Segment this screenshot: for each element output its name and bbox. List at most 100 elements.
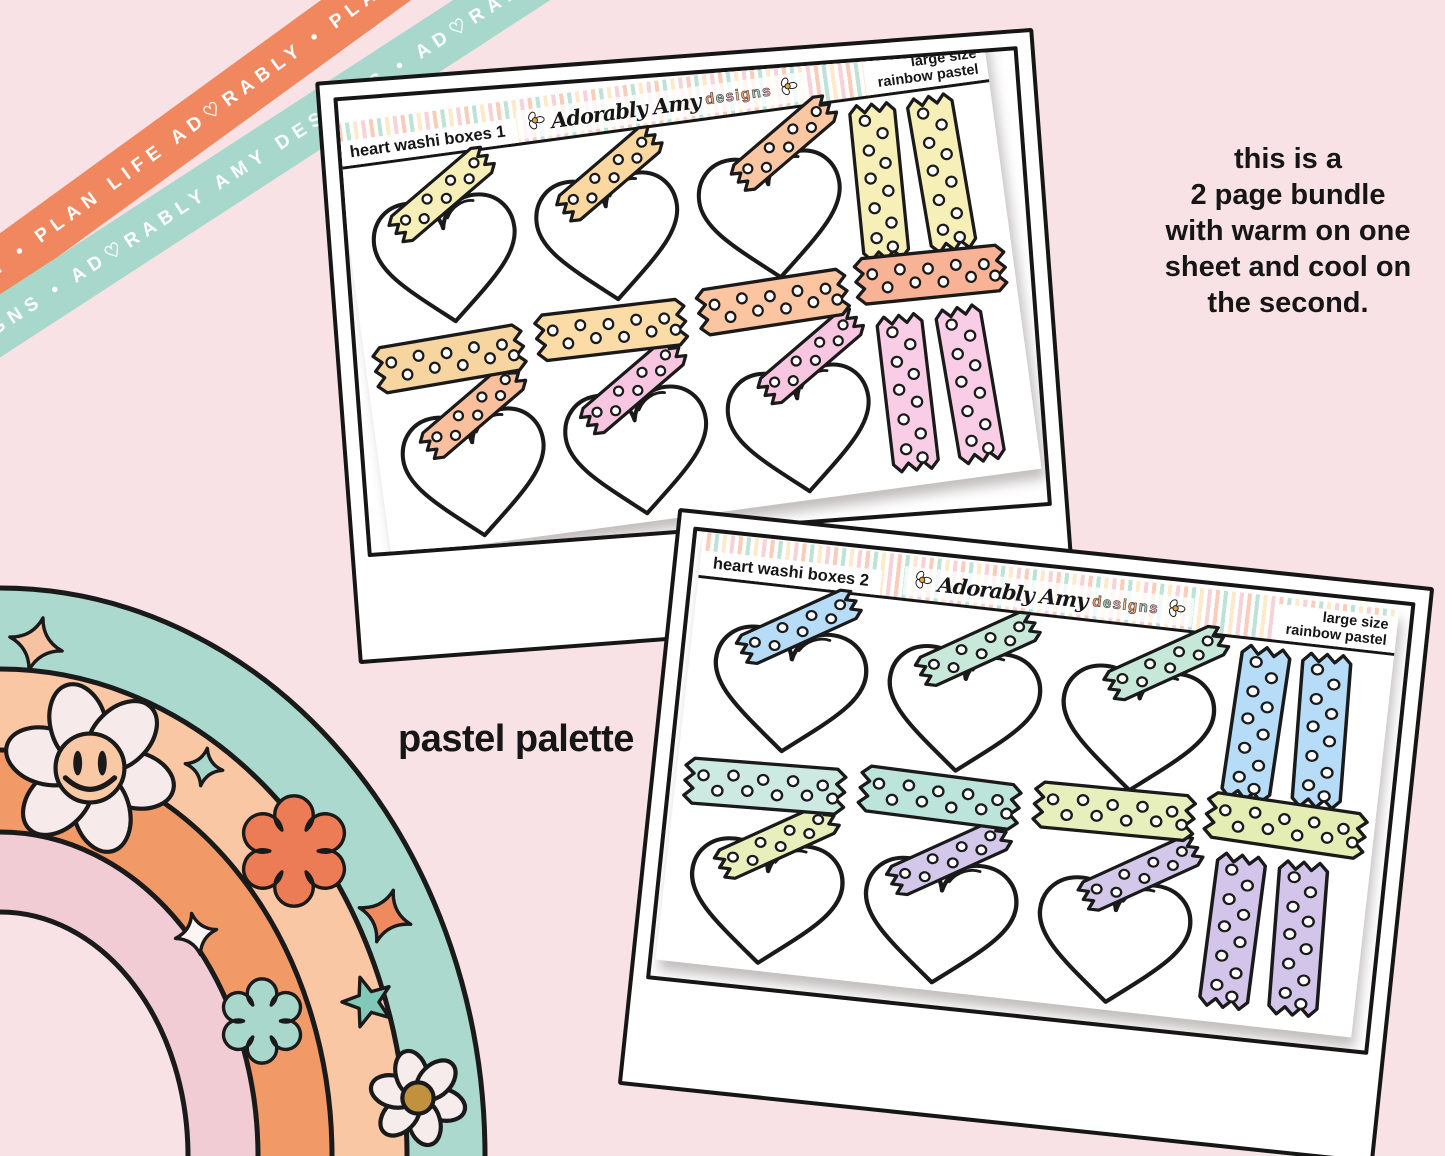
heart-box-sticker — [887, 610, 1042, 773]
horizontal-washi-slot — [531, 296, 690, 364]
daisy-icon — [909, 568, 934, 597]
heart-box-sticker — [725, 308, 871, 494]
sticker-sheet-1: Adorably Amy designs heart washi boxes 1… — [333, 46, 1042, 557]
sticker-sheet-2: Adorably Amy designs heart washi boxes 2… — [655, 532, 1400, 1038]
flower-icon — [241, 794, 347, 908]
sparkle-icon — [8, 616, 64, 672]
heart-box-sticker-slot — [703, 308, 894, 509]
flower-icon — [221, 977, 303, 1065]
polka-dots — [1232, 655, 1278, 795]
washi-tape — [734, 588, 863, 665]
washi-strip-horizontal — [853, 243, 1009, 306]
sparkle-icon — [357, 888, 413, 944]
polka-dots — [1301, 663, 1341, 803]
daisy-icon — [1163, 596, 1188, 625]
washi-strip-vertical — [1290, 651, 1353, 811]
daisy-icon — [775, 74, 800, 104]
polka-dots — [546, 312, 682, 350]
washi-strip-vertical — [905, 92, 977, 255]
heart-box-sticker — [696, 94, 842, 280]
washi-tape — [1101, 624, 1230, 702]
rainbow-svg — [0, 585, 488, 1156]
heart-box-sticker — [400, 362, 546, 538]
heart-box-sticker — [534, 124, 679, 302]
heart-box-sticker-slot — [674, 94, 865, 295]
polaroid-photo-area-2: Adorably Amy designs heart washi boxes 2… — [645, 526, 1416, 1055]
horizontal-washi-slot — [369, 322, 529, 397]
polka-dots — [898, 830, 996, 883]
heart-box-sticker-slot — [864, 602, 1063, 786]
polaroid-frame-1: Adorably Amy designs heart washi boxes 1… — [315, 27, 1077, 665]
heart-box-sticker-slot — [690, 583, 889, 767]
heart-box-sticker-slot — [378, 362, 569, 553]
heart-box-sticker-slot — [541, 338, 732, 531]
horizontal-washi-slot — [1030, 779, 1198, 843]
daisy-icon — [780, 77, 798, 96]
brand-logo: Adorably Amy designs — [902, 565, 1195, 628]
polka-dots — [1090, 845, 1188, 898]
heart-outline — [1037, 875, 1192, 1004]
sheet-header-stripes: Adorably Amy designs heart washi boxes 2… — [698, 532, 1400, 656]
polka-dots — [384, 339, 520, 382]
designs-letter: s — [1148, 599, 1161, 618]
polaroid-frame-2: Adorably Amy designs heart washi boxes 2… — [617, 507, 1435, 1156]
polka-dots — [748, 598, 846, 651]
vertical-washi-slot — [902, 88, 980, 258]
washi-tape — [387, 145, 496, 244]
vertical-washi-slot — [1288, 648, 1355, 813]
heart-box-sticker-slot — [512, 124, 703, 317]
heart-box-sticker — [689, 803, 845, 965]
sheet-header-stripes: Adorably Amy designs heart washi boxes 1… — [333, 46, 990, 171]
polka-dots — [708, 282, 843, 323]
washi-strip-vertical — [1267, 859, 1330, 1019]
heart-accent-line — [637, 391, 666, 412]
daisy-icon — [523, 108, 548, 138]
washi-tape — [729, 94, 838, 192]
daisy-icon — [368, 1048, 468, 1148]
washi-strip-vertical — [1219, 643, 1291, 804]
polka-dots — [872, 777, 1013, 820]
washi-strip-horizontal — [370, 323, 528, 395]
polka-dots — [859, 114, 900, 253]
sheet-content — [339, 82, 1041, 556]
washi-tape — [1075, 835, 1205, 912]
washi-strip-vertical — [875, 311, 941, 473]
polka-dots — [886, 325, 930, 463]
polka-dots — [591, 349, 671, 419]
polka-dots — [768, 319, 849, 389]
heart-accent-line — [445, 198, 475, 220]
polka-dots — [1046, 793, 1188, 832]
vertical-washi-slot — [873, 308, 943, 477]
heart-box-sticker — [371, 145, 517, 324]
polka-dots — [431, 374, 511, 443]
star-icon — [340, 975, 391, 1029]
sparkle-icon — [173, 911, 219, 957]
heart-box-sticker-slot — [1014, 834, 1213, 1018]
vertical-washi-slot — [931, 299, 1009, 469]
heart-accent-line — [947, 868, 981, 884]
heart-box-sticker-slot — [349, 145, 540, 339]
polka-dots — [1278, 871, 1318, 1011]
smiley-daisy-icon — [4, 682, 176, 854]
vertical-washi-slot — [1195, 848, 1270, 1015]
heart-box-sticker — [1061, 624, 1230, 792]
washi-strip-vertical — [848, 100, 911, 263]
heart-box-sticker — [713, 588, 868, 753]
heart-accent-line — [796, 637, 831, 652]
horizontal-washi-slot — [681, 755, 849, 817]
washi-strip-horizontal — [694, 267, 851, 337]
heart-box-sticker — [863, 819, 1018, 985]
washi-strip-horizontal — [1202, 790, 1369, 860]
washi-tape — [756, 308, 865, 406]
washi-strip-horizontal — [856, 764, 1023, 831]
vertical-washi-slot — [846, 98, 913, 266]
polka-dots — [742, 105, 822, 175]
horizontal-washi-slot — [1200, 789, 1370, 862]
heart-box-sticker — [563, 338, 708, 516]
sheet-content — [656, 578, 1394, 1038]
polka-dots — [726, 813, 824, 866]
horizontal-washi-slot — [855, 763, 1024, 833]
vertical-washi-slot — [1265, 856, 1332, 1021]
washi-tape — [554, 124, 664, 223]
